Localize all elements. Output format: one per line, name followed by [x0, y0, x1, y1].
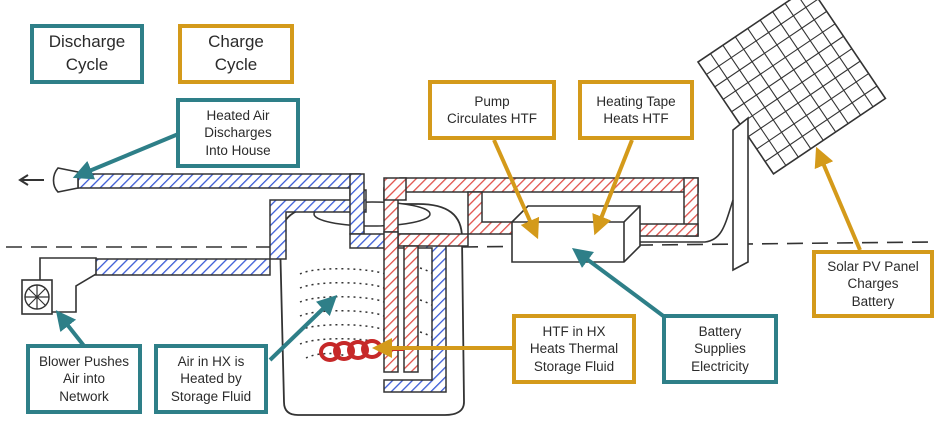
discharge-flow-arrow — [18, 174, 44, 186]
label-heating-tape: Heating Tape Heats HTF — [578, 80, 694, 140]
label-air-hx-text: Air in HX is Heated by Storage Fluid — [170, 354, 252, 404]
label-heating-tape-text: Heating Tape Heats HTF — [596, 93, 676, 126]
label-pump: Pump Circulates HTF — [428, 80, 556, 140]
solar-panel — [696, 0, 887, 176]
air-duct-network — [77, 173, 447, 393]
solar-panel-post — [732, 116, 749, 272]
label-solar-panel: Solar PV Panel Charges Battery — [812, 250, 934, 318]
label-htf-hx: HTF in HX Heats Thermal Storage Fluid — [512, 314, 636, 384]
solar-wire — [640, 199, 734, 243]
legend-discharge-label: Discharge Cycle — [48, 32, 126, 74]
label-blower-text: Blower Pushes Air into Network — [38, 354, 130, 404]
blower — [21, 257, 97, 315]
label-htf-hx-text: HTF in HX Heats Thermal Storage Fluid — [529, 324, 619, 374]
label-solar-panel-text: Solar PV Panel Charges Battery — [827, 259, 919, 309]
label-blower: Blower Pushes Air into Network — [26, 344, 142, 414]
label-battery-text: Battery Supplies Electricity — [691, 324, 749, 374]
legend-discharge-cycle: Discharge Cycle — [30, 24, 144, 84]
label-heated-air-text: Heated Air Discharges Into House — [204, 108, 272, 158]
label-pump-text: Pump Circulates HTF — [446, 93, 537, 126]
legend-charge-label: Charge Cycle — [208, 32, 264, 74]
callout-arrows-charge — [372, 139, 862, 358]
legend-charge-cycle: Charge Cycle — [178, 24, 294, 84]
pump-box — [511, 205, 641, 263]
air-outlet-nozzle — [52, 167, 79, 193]
label-heated-air: Heated Air Discharges Into House — [176, 98, 300, 168]
htf-loop — [383, 177, 699, 373]
label-battery: Battery Supplies Electricity — [662, 314, 778, 384]
label-air-hx: Air in HX is Heated by Storage Fluid — [154, 344, 268, 414]
